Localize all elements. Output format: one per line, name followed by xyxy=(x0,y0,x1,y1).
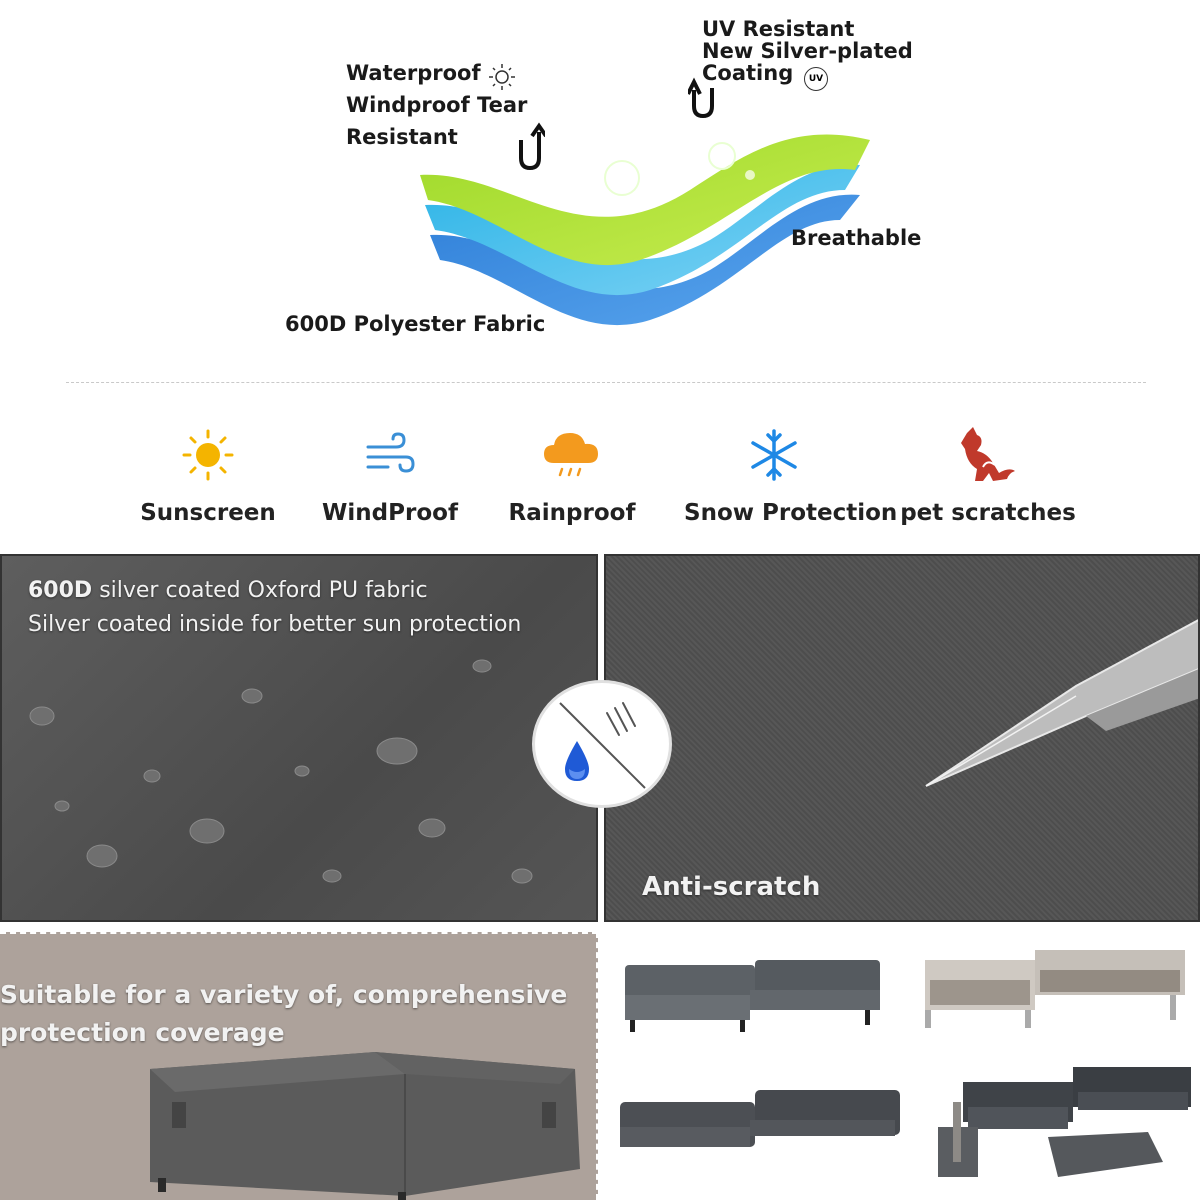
coverage-panel: Suitable for a variety of, comprehensive… xyxy=(0,932,598,1200)
feature-label: Sunscreen xyxy=(140,500,276,526)
fabric-spec-bold: 600D xyxy=(28,578,93,603)
anti-scratch-label: Anti-scratch xyxy=(642,872,821,902)
fabric-spec-rest: silver coated Oxford PU fabric xyxy=(99,578,428,603)
covered-sofa-graphic xyxy=(150,1052,580,1200)
fabric-water-panel: 600D silver coated Oxford PU fabric Silv… xyxy=(0,554,598,922)
waterproof-label: Waterproof xyxy=(346,61,481,85)
blade-graphic xyxy=(925,619,1198,787)
section-divider xyxy=(66,382,1146,383)
polyester-label: 600D Polyester Fabric xyxy=(285,312,546,336)
pet-icon xyxy=(961,427,1015,481)
uv-badge-icon: UV xyxy=(804,67,828,91)
fabric-layers-illustration xyxy=(400,80,880,340)
coverage-line1: Suitable for a variety of, comprehensive xyxy=(0,980,568,1009)
u-arrow-icon xyxy=(519,122,545,171)
windproof-label: Windproof Tear xyxy=(346,93,528,117)
feature-pet: pet scratches xyxy=(898,420,1078,526)
sofa-gray-l-shape-image xyxy=(625,960,880,1032)
breathable-label: Breathable xyxy=(791,226,922,250)
feature-snow: Snow Protection xyxy=(684,420,898,526)
sofa-charcoal-sectional-image xyxy=(620,1090,900,1147)
sun-icon xyxy=(182,429,234,481)
sofa-patio-firepit-image xyxy=(938,1067,1191,1177)
fabric-spec-line2: Silver coated inside for better sun prot… xyxy=(28,612,522,637)
uv-resistant-label: UV Resistant xyxy=(702,17,855,41)
water-scratch-badge xyxy=(532,680,672,808)
coating-label: Coating xyxy=(702,61,794,85)
uv-badge-text: UV xyxy=(808,74,824,84)
coverage-line2: protection coverage xyxy=(0,1018,285,1047)
rain-cloud-icon xyxy=(544,433,598,477)
sun-small-icon xyxy=(489,64,515,90)
feature-label: Rainproof xyxy=(508,500,636,526)
feature-label: pet scratches xyxy=(900,500,1076,526)
feature-label: WindProof xyxy=(322,500,458,526)
resistant-label: Resistant xyxy=(346,125,458,149)
water-droplets-graphic xyxy=(29,659,533,884)
feature-windproof: WindProof xyxy=(300,420,480,526)
sofa-aluminum-sectional-image xyxy=(925,950,1185,1028)
u-arrow-icon xyxy=(688,77,714,119)
feature-rainproof: Rainproof xyxy=(482,420,662,526)
fabric-spec-line1: 600D silver coated Oxford PU fabric xyxy=(28,578,428,603)
feature-label: Snow Protection xyxy=(684,500,898,526)
wind-icon xyxy=(366,432,415,473)
silver-plated-label: New Silver-plated xyxy=(702,39,913,63)
snowflake-icon xyxy=(751,429,797,481)
anti-scratch-panel: Anti-scratch xyxy=(604,554,1200,922)
feature-sunscreen: Sunscreen xyxy=(118,420,298,526)
